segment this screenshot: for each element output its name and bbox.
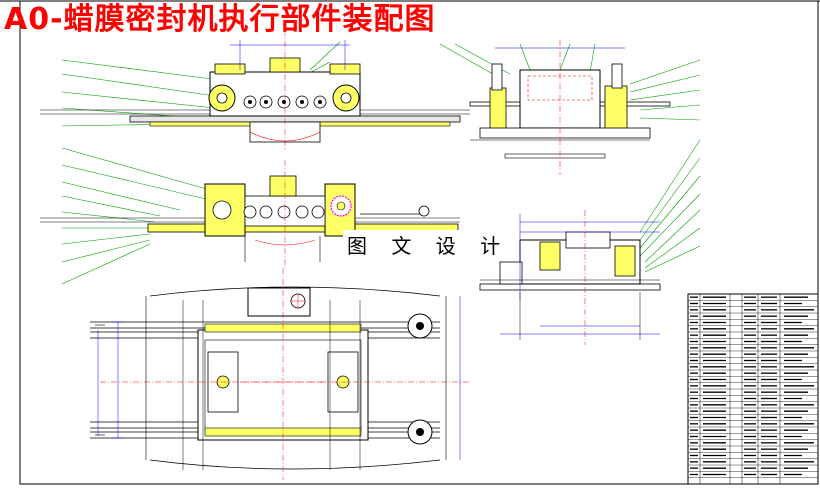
drawing-title: A0-蜡膜密封机执行部件装配图 <box>4 2 436 37</box>
front-view-upper <box>40 30 470 150</box>
side-view-lower <box>479 139 701 345</box>
plan-view <box>90 268 470 480</box>
watermark-text: 图 文 设 计 <box>343 230 514 259</box>
side-view-upper <box>439 40 701 175</box>
front-view-lower <box>40 147 460 285</box>
parts-list-table <box>687 293 819 485</box>
